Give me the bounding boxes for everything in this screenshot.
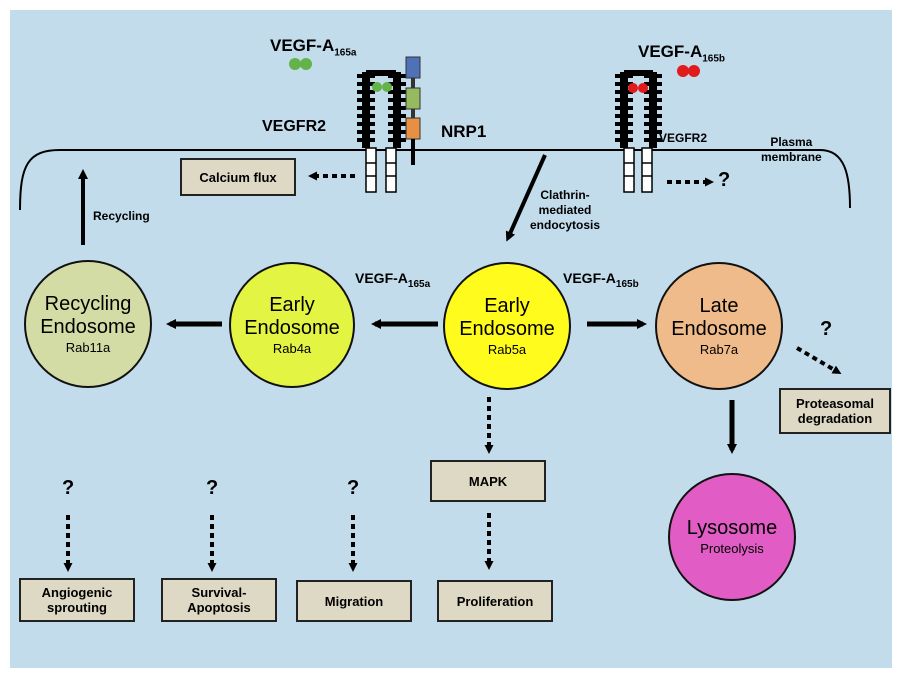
box-proteasomal-degradation: Proteasomal degradation	[779, 388, 891, 434]
question-mark-survival: ?	[206, 477, 219, 499]
plasma-membrane	[19, 149, 851, 211]
box-calcium-flux: Calcium flux	[180, 158, 296, 196]
label-clathrin-endocytosis: Clathrin- mediated endocytosis	[530, 188, 601, 232]
label-vegf-a165a-mid: VEGF-A165a	[355, 270, 431, 290]
recycling-endosome: Recycling Endosome Rab11a	[24, 260, 152, 388]
box-proliferation: Proliferation	[437, 580, 553, 622]
late-endosome: Late Endosome Rab7a	[655, 262, 783, 390]
label-vegfr2-right: VEGFR2	[659, 131, 708, 145]
box-survival-apoptosis: Survival- Apoptosis	[161, 578, 277, 622]
arrow-clathrin-endocytosis	[505, 154, 547, 242]
label-vegfr2-left: VEGFR2	[262, 118, 327, 135]
lysosome: Lysosome Proteolysis	[668, 473, 796, 601]
box-angiogenic-sprouting: Angiogenic sprouting	[19, 578, 135, 622]
vegf-a165a-dimer-free	[289, 58, 312, 70]
vegf-a165b-dimer-free	[677, 65, 700, 77]
box-mapk: MAPK	[430, 460, 546, 502]
question-mark-right-receptor: ?	[718, 169, 731, 191]
question-mark-proteasomal: ?	[820, 318, 833, 340]
question-mark-angiogenic: ?	[62, 477, 75, 499]
label-vegf-a165b-mid: VEGF-A165b	[563, 270, 639, 290]
early-endosome-rab5a: Early Endosome Rab5a	[443, 262, 571, 390]
label-nrp1: NRP1	[441, 122, 487, 141]
box-migration: Migration	[296, 580, 412, 622]
vegfr2-left-receptor	[357, 70, 406, 193]
early-endosome-rab4a: Early Endosome Rab4a	[229, 262, 355, 388]
label-recycling: Recycling	[93, 209, 150, 223]
vegfr2-right-receptor	[615, 70, 662, 193]
dotted-arrow-proteasomal	[795, 346, 842, 375]
label-plasma-membrane: Plasma membrane	[761, 135, 822, 164]
nrp1-coreceptor	[405, 56, 421, 165]
question-mark-migration: ?	[347, 477, 360, 499]
label-vegf-a165b-top: VEGF-A165b	[638, 42, 726, 65]
label-vegf-a165a-top: VEGF-A165a	[270, 36, 357, 59]
